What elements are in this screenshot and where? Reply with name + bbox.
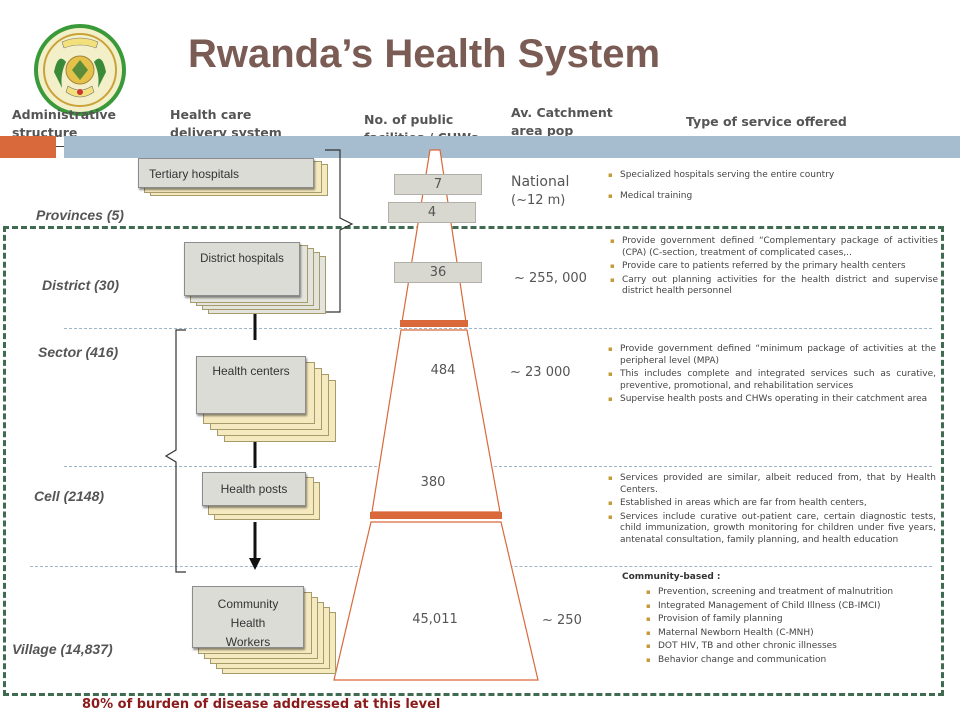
services-district: Provide government defined “Complementar… [608,236,938,300]
count-chw: 45,011 [412,612,458,627]
service-item: Medical training [608,191,936,203]
services-health-posts: Services provided are similar, albeit re… [606,473,936,548]
page-title: Rwanda’s Health System [188,32,661,76]
service-item: Provision of family planning [646,614,934,626]
admin-district: District (30) [42,277,120,293]
count-health-centers: 484 [430,363,456,378]
level-separator [64,466,932,467]
rwanda-emblem [32,22,128,118]
health-posts-stack: Health posts [202,472,322,522]
district-hospitals-stack: District hospitals [184,242,334,318]
tertiary-hospitals-box: Tertiary hospitals [138,158,314,188]
accent-band-orange [0,136,56,158]
community-heading: Community-based : [622,572,721,582]
burden-of-disease-note: 80% of burden of disease addressed at th… [82,697,441,712]
services-tertiary: Specialized hospitals serving the entire… [606,170,936,204]
service-item: Services include curative out-patient ca… [608,512,936,547]
service-item: Behavior change and communication [646,655,934,667]
header-service-type: Type of service offered [686,114,847,129]
catchment-national-sub: (~12 m) [511,193,566,208]
count-tertiary-b: 4 [388,202,476,223]
service-item: Services provided are similar, albeit re… [608,473,936,496]
service-item: Provide care to patients referred by the… [610,261,938,273]
service-item: Carry out planning activities for the he… [610,275,938,298]
service-item: Provide government defined “minimum pack… [608,344,936,367]
tertiary-hospitals-stack: Tertiary hospitals [138,158,338,198]
service-item: DOT HIV, TB and other chronic illnesses [646,641,934,653]
admin-village: Village (14,837) [12,641,113,657]
service-item: Provide government defined “Complementar… [610,236,938,259]
header-catchment: Av. Catchment area pop [511,105,613,138]
catchment-chw: ~ 250 [542,613,582,628]
chw-box: Community Health Workers [192,586,304,649]
service-item: Integrated Management of Child Illness (… [646,601,934,613]
health-centers-box: Health centers [196,356,306,414]
count-tertiary-a: 7 [394,174,482,195]
catchment-district: ~ 255, 000 [514,271,587,286]
service-item: Specialized hospitals serving the entire… [608,170,936,182]
level-separator [64,328,932,329]
service-item: Maternal Newborn Health (C-MNH) [646,628,934,640]
service-item: Established in areas which are far from … [608,498,936,510]
admin-cell: Cell (2148) [34,488,105,504]
district-hospitals-box: District hospitals [184,242,300,296]
admin-provinces: Provinces (5) [36,207,124,223]
accent-band-blue [64,136,960,158]
services-health-centers: Provide government defined “minimum pack… [606,344,936,408]
health-centers-stack: Health centers [196,356,336,444]
service-item: Prevention, screening and treatment of m… [646,587,934,599]
services-community: Prevention, screening and treatment of m… [644,587,934,668]
community-level-border [3,226,944,696]
count-health-posts: 380 [420,475,446,490]
admin-sector: Sector (416) [38,344,119,360]
catchment-health-centers: ~ 23 000 [510,365,571,380]
count-district-hospitals: 36 [394,262,482,283]
catchment-national: National [511,174,570,190]
service-item: Supervise health posts and CHWs operatin… [608,394,936,406]
chw-stack: Community Health Workers [192,586,338,674]
health-posts-box: Health posts [202,472,306,506]
service-item: This includes complete and integrated se… [608,369,936,392]
